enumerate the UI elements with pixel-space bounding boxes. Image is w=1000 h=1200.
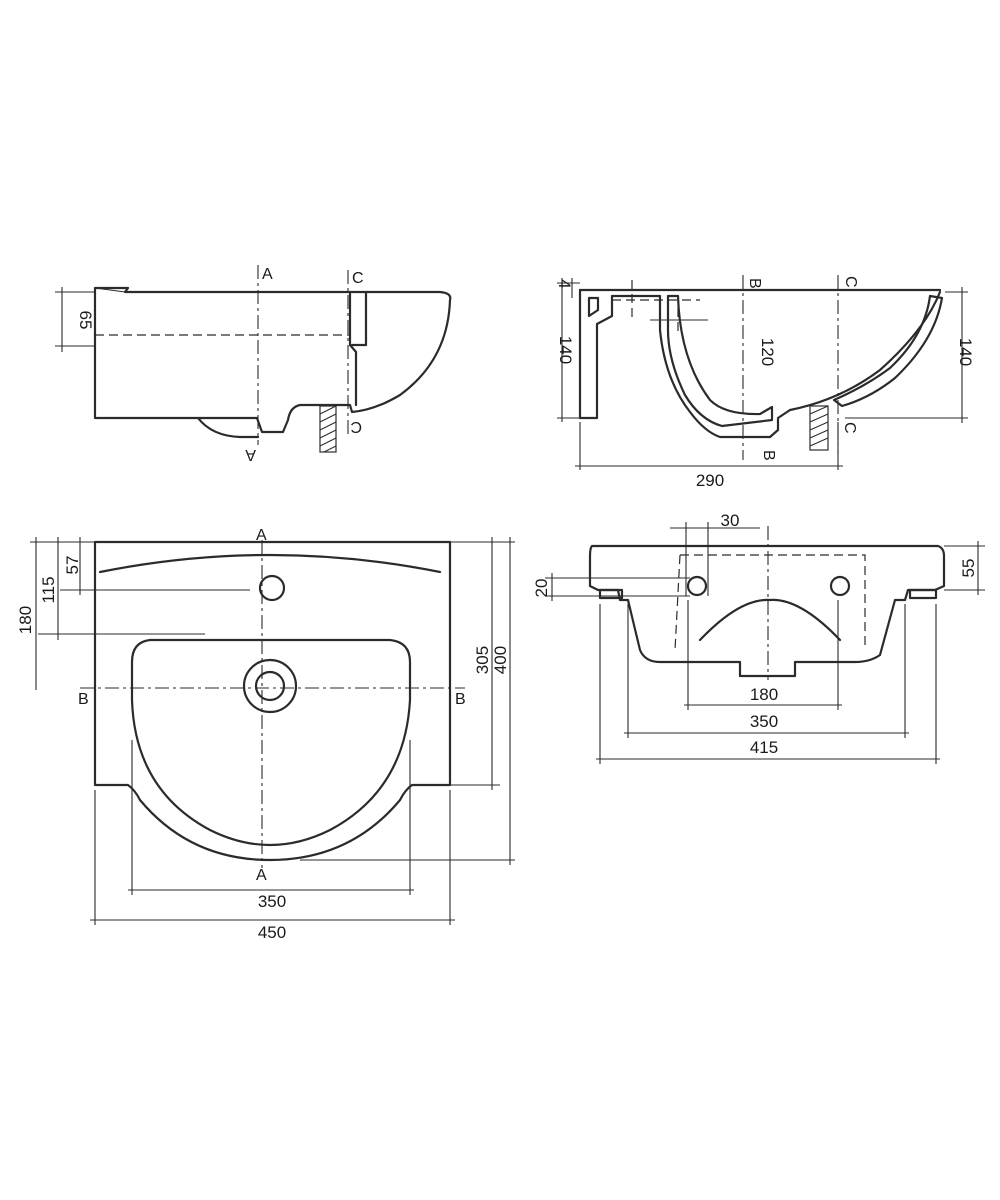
dim-55-label: 55 xyxy=(959,559,978,578)
dim-350-front-label: 350 xyxy=(750,712,778,731)
dim-180-front-label: 180 xyxy=(750,685,778,704)
dim-450-label: 450 xyxy=(258,923,286,942)
plan-back-rim xyxy=(98,553,442,574)
drain-outer xyxy=(242,658,298,714)
cut-label-c-bottom: C xyxy=(350,418,362,435)
section-label-a-bottom: A xyxy=(245,446,256,463)
dim-4-label: 4 xyxy=(555,279,574,288)
side-elevation-view: 65 A A C C xyxy=(55,265,452,463)
cut-label-c-bottom-2: C xyxy=(841,422,858,434)
front-view: 30 20 55 180 350 415 xyxy=(532,511,985,764)
tap-hole xyxy=(258,574,286,602)
dim-30-label: 30 xyxy=(721,511,740,530)
drain-inner xyxy=(254,670,286,702)
dim-65-label: 65 xyxy=(76,311,95,330)
front-hidden-bowl xyxy=(674,554,866,651)
plan-bowl xyxy=(130,638,412,847)
fixing-hole-right xyxy=(829,575,851,597)
wall-hatch-2 xyxy=(809,405,829,451)
wall-hatch xyxy=(319,405,337,453)
section-label-a-plan-bottom: A xyxy=(256,867,267,884)
dim-57-label: 57 xyxy=(63,556,82,575)
dim-305-label: 305 xyxy=(473,646,492,674)
dim-20-label: 20 xyxy=(532,579,551,598)
plan-outline xyxy=(93,540,452,862)
dim-350-plan-label: 350 xyxy=(258,892,286,911)
section-label-a-top: A xyxy=(262,266,273,283)
front-outline xyxy=(588,544,946,678)
dim-400-label: 400 xyxy=(491,646,510,674)
section-c-outline xyxy=(578,288,942,439)
dim-140-left-label: 140 xyxy=(556,336,575,364)
section-label-b-plan-right: B xyxy=(455,691,466,708)
side-body-outline xyxy=(93,286,452,434)
section-label-b-top: B xyxy=(746,278,763,289)
section-label-a-plan-top: A xyxy=(256,527,267,544)
dim-415-label: 415 xyxy=(750,738,778,757)
cut-label-c-top-2: C xyxy=(842,276,859,288)
section-c-view: 4 140 120 140 290 B B C C xyxy=(555,275,975,490)
section-label-b-bottom: B xyxy=(760,450,777,461)
cut-label-c-top: C xyxy=(352,270,364,287)
dim-120-label: 120 xyxy=(758,338,777,366)
dim-115-label: 115 xyxy=(39,576,58,603)
dim-290-label: 290 xyxy=(696,471,724,490)
plan-view: 57 115 180 305 400 350 450 A A B B xyxy=(16,527,515,942)
dim-140-right-label: 140 xyxy=(956,338,975,366)
dim-180-plan-label: 180 xyxy=(16,606,35,634)
section-label-b-plan-left: B xyxy=(78,691,89,708)
fixing-hole-left xyxy=(686,575,708,597)
